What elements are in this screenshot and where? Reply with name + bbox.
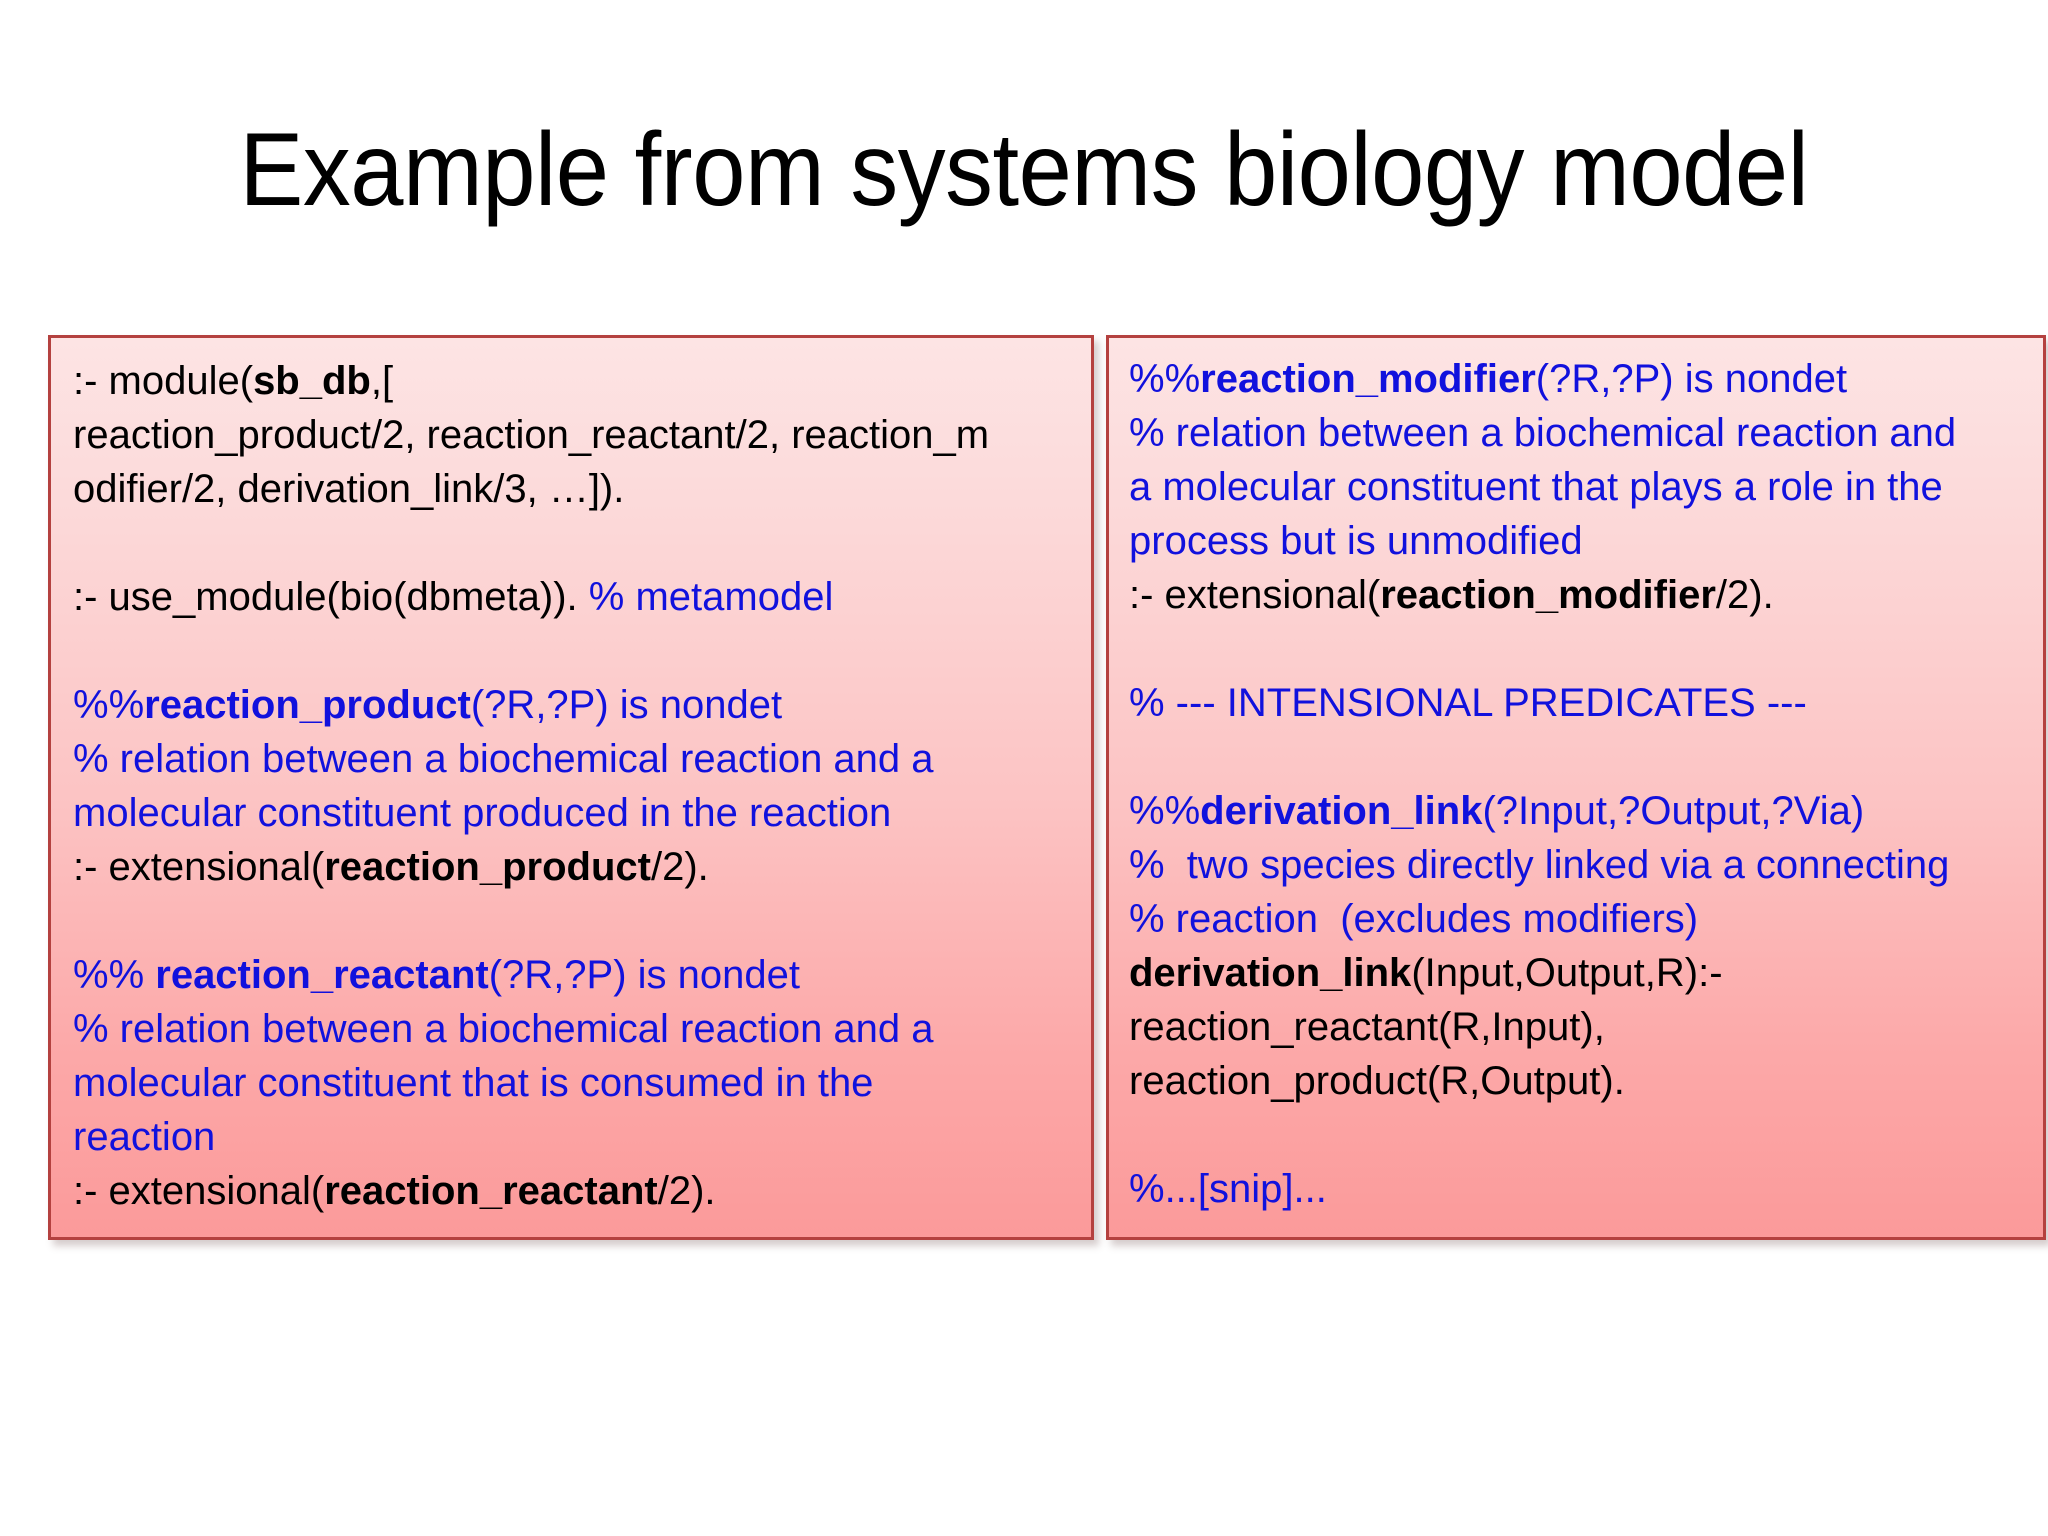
code-line: %%reaction_modifier(?R,?P) is nondet	[1129, 352, 2039, 406]
code-line: :- extensional(reaction_modifier/2).	[1129, 568, 2039, 622]
code-line: %%derivation_link(?Input,?Output,?Via)	[1129, 784, 2039, 838]
code-span: reaction_product	[324, 845, 651, 889]
code-line: :- use_module(bio(dbmeta)). % metamodel	[73, 570, 1087, 624]
code-span: ,[	[370, 359, 394, 403]
code-line: %%reaction_product(?R,?P) is nondet	[73, 678, 1087, 732]
code-span: (?R,?P) is nondet	[488, 953, 801, 997]
code-span: /2).	[657, 1169, 716, 1213]
code-span: :- module(	[73, 359, 254, 403]
code-span: odifier/2, derivation_link/3, …]).	[73, 467, 625, 511]
code-span: :- use_module(bio(dbmeta)).	[73, 575, 589, 619]
code-span: %%	[73, 683, 145, 727]
page-title: Example from systems biology model	[239, 112, 1809, 228]
code-line: % relation between a biochemical reactio…	[73, 1002, 1087, 1056]
code-line: % relation between a biochemical reactio…	[1129, 406, 2039, 460]
code-span: reaction_reactant(R,Input),	[1129, 1005, 1605, 1049]
code-span: %...[snip]...	[1129, 1167, 1327, 1211]
code-line: reaction	[73, 1110, 1087, 1164]
code-line: % --- INTENSIONAL PREDICATES ---	[1129, 676, 2039, 730]
code-span: :- extensional(	[1129, 573, 1381, 617]
code-line: % reaction (excludes modifiers)	[1129, 892, 2039, 946]
code-span: % relation between a biochemical reactio…	[73, 737, 934, 781]
code-span: reaction_product(R,Output).	[1129, 1059, 1625, 1103]
code-span: % two species directly linked via a conn…	[1129, 843, 1950, 887]
code-span: % relation between a biochemical reactio…	[73, 1007, 934, 1051]
code-span: reaction	[73, 1115, 216, 1159]
code-span: a molecular constituent that plays a rol…	[1129, 465, 1943, 509]
code-span: :- extensional(	[73, 845, 325, 889]
code-span: molecular constituent that is consumed i…	[73, 1061, 874, 1105]
code-span: reaction_modifier	[1200, 357, 1536, 401]
code-span: :- extensional(	[73, 1169, 325, 1213]
code-line: process but is unmodified	[1129, 514, 2039, 568]
code-line: reaction_reactant(R,Input),	[1129, 1000, 2039, 1054]
code-span: /2).	[650, 845, 709, 889]
code-span: reaction_reactant	[324, 1169, 658, 1213]
code-span: (?R,?P) is nondet	[1535, 357, 1848, 401]
code-line: % two species directly linked via a conn…	[1129, 838, 2039, 892]
code-line	[73, 624, 1087, 678]
code-line: %...[snip]...	[1129, 1162, 2039, 1216]
code-line	[1129, 730, 2039, 784]
right-panel-code-body: %%reaction_modifier(?R,?P) is nondet% re…	[1129, 352, 2039, 1216]
code-span: derivation_link	[1200, 789, 1483, 833]
code-span: %%	[1129, 357, 1201, 401]
code-span: % relation between a biochemical reactio…	[1129, 411, 1957, 455]
code-span: reaction_product/2, reaction_reactant/2,…	[73, 413, 990, 457]
left-panel-code-body: :- module(sb_db,[ reaction_product/2, rea…	[73, 354, 1087, 1218]
code-span: %%	[73, 953, 156, 997]
code-span: reaction_reactant	[155, 953, 489, 997]
code-span: % --- INTENSIONAL PREDICATES ---	[1129, 681, 1807, 725]
code-span: % reaction (excludes modifiers)	[1129, 897, 1699, 941]
code-line: molecular constituent that is consumed i…	[73, 1056, 1087, 1110]
code-line: %% reaction_reactant(?R,?P) is nondet	[73, 948, 1087, 1002]
code-span: (Input,Output,R):-	[1411, 951, 1723, 995]
code-span: sb_db	[253, 359, 371, 403]
code-span: /2).	[1715, 573, 1774, 617]
code-line	[1129, 622, 2039, 676]
code-line: reaction_product(R,Output).	[1129, 1054, 2039, 1108]
code-span: (?R,?P) is nondet	[470, 683, 783, 727]
code-line: :- extensional(reaction_reactant/2).	[73, 1164, 1087, 1218]
code-span: reaction_product	[144, 683, 471, 727]
code-span: %%	[1129, 789, 1201, 833]
code-line: % relation between a biochemical reactio…	[73, 732, 1087, 786]
code-line: molecular constituent produced in the re…	[73, 786, 1087, 840]
code-line	[73, 894, 1087, 948]
code-panel-left: :- module(sb_db,[ reaction_product/2, rea…	[48, 335, 1094, 1240]
code-line: a molecular constituent that plays a rol…	[1129, 460, 2039, 514]
code-span: % metamodel	[588, 575, 834, 619]
code-line: :- module(sb_db,[	[73, 354, 1087, 408]
code-line: :- extensional(reaction_product/2).	[73, 840, 1087, 894]
code-line	[73, 516, 1087, 570]
code-panel-right: %%reaction_modifier(?R,?P) is nondet% re…	[1106, 335, 2046, 1240]
code-line	[1129, 1108, 2039, 1162]
code-line: reaction_product/2, reaction_reactant/2,…	[73, 408, 1087, 462]
code-span: (?Input,?Output,?Via)	[1482, 789, 1865, 833]
code-line: odifier/2, derivation_link/3, …]).	[73, 462, 1087, 516]
code-span: reaction_modifier	[1380, 573, 1716, 617]
code-span: process but is unmodified	[1129, 519, 1583, 563]
code-span: derivation_link	[1129, 951, 1412, 995]
code-line: derivation_link(Input,Output,R):-	[1129, 946, 2039, 1000]
code-span: molecular constituent produced in the re…	[73, 791, 892, 835]
